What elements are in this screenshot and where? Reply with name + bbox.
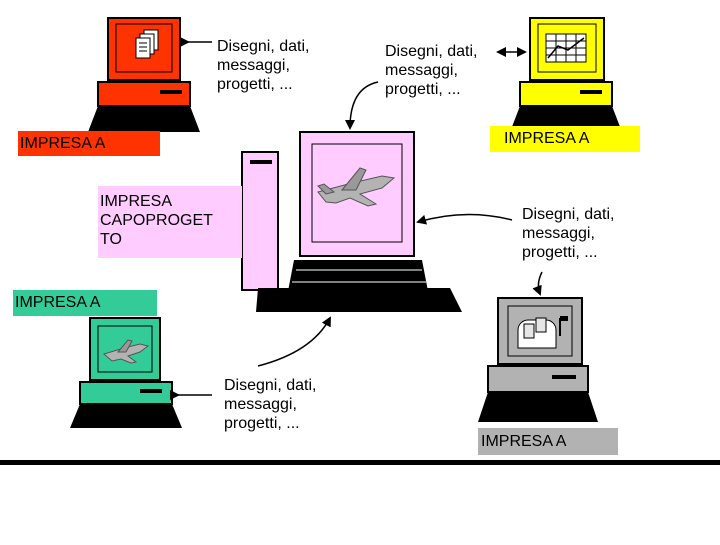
- impresa-red-label: IMPRESA A: [18, 131, 160, 156]
- impresa-gray-label: IMPRESA A: [478, 428, 618, 455]
- jet-plane-icon: [317, 167, 396, 207]
- yellow-computer: [510, 17, 622, 132]
- arrow-right-to-center: [416, 213, 513, 225]
- pink-central-computer: [241, 131, 462, 312]
- caption-bottom: Disegni, dati, messaggi, progetti, ...: [224, 377, 317, 432]
- red-computer: [88, 17, 200, 132]
- jet-plane-icon: [102, 339, 150, 364]
- spreadsheet-chart-icon: [545, 33, 587, 63]
- green-computer: [70, 317, 182, 428]
- bottom-rule: [0, 460, 720, 465]
- impresa-yellow-label: IMPRESA A: [490, 126, 640, 152]
- documents-icon: [135, 29, 159, 59]
- caption-top-center: Disegni, dati, messaggi, progetti, ...: [385, 43, 478, 98]
- gray-computer: [478, 297, 598, 422]
- impresa-green-label: IMPRESA A: [13, 290, 157, 316]
- caption-right: Disegni, dati, messaggi, progetti, ...: [522, 206, 615, 261]
- arrow-right-to-gray: [532, 271, 543, 296]
- mailbox-icon: [517, 316, 568, 349]
- arrow-bottom-to-center: [257, 316, 331, 367]
- caption-top-left: Disegni, dati, messaggi, progetti, ...: [217, 38, 310, 93]
- impresa-capoprogetto-label: IMPRESA CAPOPROGET TO: [98, 186, 242, 258]
- arrow-top-to-center: [345, 81, 379, 130]
